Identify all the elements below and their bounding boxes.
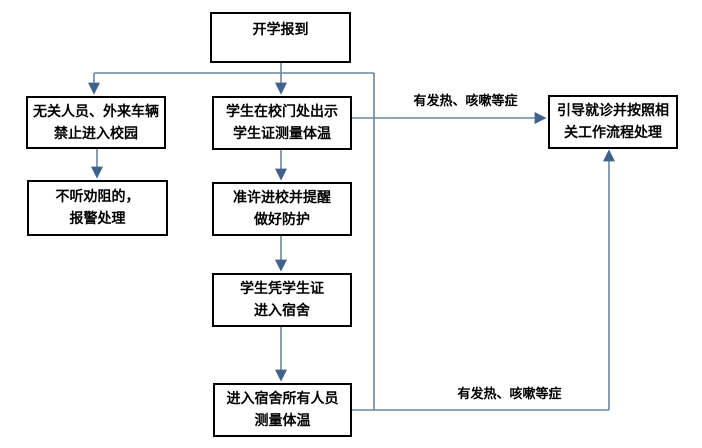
flow-node-permit-entry-reminder: 准许进校并提醒 做好防护 [212, 182, 352, 236]
flow-node-guide-medical-treatment: 引导就诊并按照相 关工作流程处理 [548, 95, 678, 149]
edge-label-fever-cough-symptoms-top: 有发热、咳嗽等症 [413, 94, 518, 109]
edge-label-fever-cough-symptoms-bottom: 有发热、咳嗽等症 [457, 387, 562, 402]
flow-node-gate-id-temperature-check: 学生在校门处出示 学生证测量体温 [212, 96, 352, 150]
flow-node-police-report: 不听劝阻的， 报警处理 [27, 180, 168, 236]
flow-node-start: 开学报到 [210, 12, 351, 63]
flow-node-outsiders-forbidden: 无关人员、外来车辆 禁止进入校园 [26, 96, 166, 149]
flow-node-dorm-temperature-check: 进入宿舍所有人员 测量体温 [213, 383, 352, 437]
flow-node-dorm-entry-with-id: 学生凭学生证 进入宿舍 [212, 273, 352, 327]
